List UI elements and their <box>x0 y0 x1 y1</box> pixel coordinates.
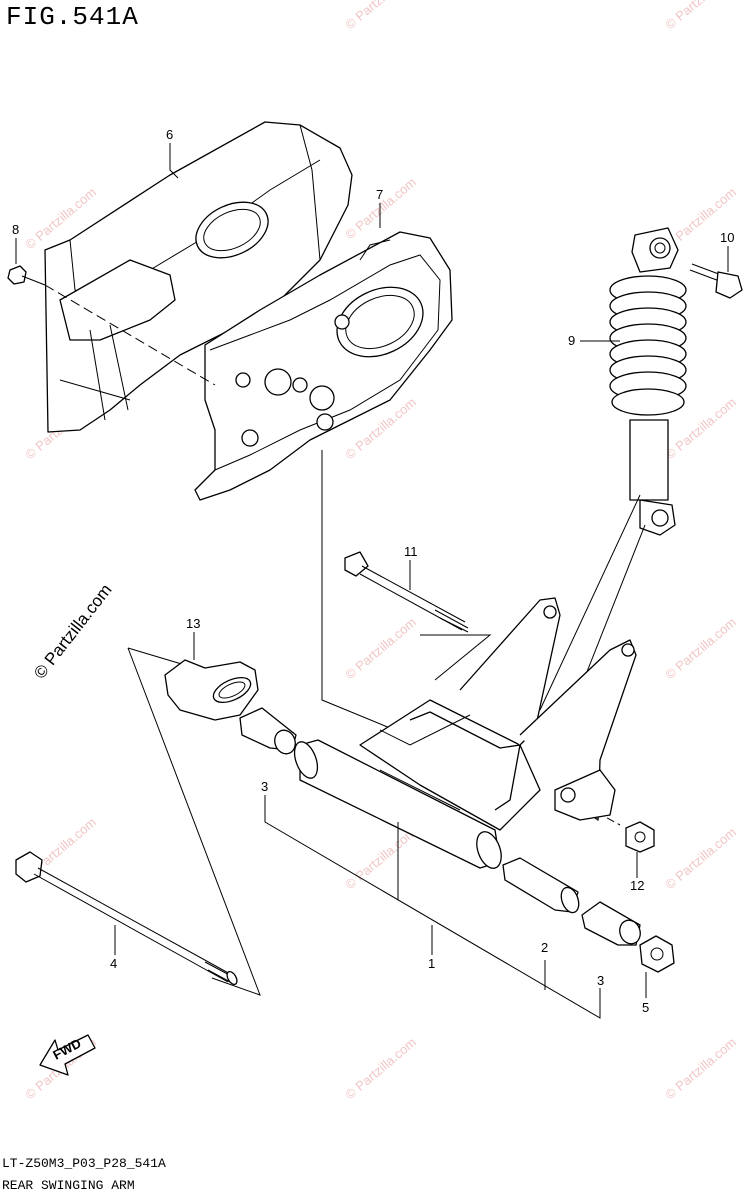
watermark-text: © Partzilla.com <box>662 614 739 682</box>
callout-13: 13 <box>186 616 200 631</box>
callout-10: 10 <box>720 230 734 245</box>
callout-12: 12 <box>630 878 644 893</box>
part-7-gasket-plate <box>194 231 453 501</box>
callout-2: 2 <box>541 940 548 955</box>
watermark-text: © Partzilla.com <box>342 0 419 32</box>
callout-8: 8 <box>12 222 19 237</box>
callout-4: 4 <box>110 956 117 971</box>
part-3-bushing-right <box>581 901 641 946</box>
fwd-arrow-icon: FWD <box>39 1034 96 1076</box>
callout-6: 6 <box>166 127 173 142</box>
callout-3-right: 3 <box>597 973 604 988</box>
figure-code: LT-Z50M3_P03_P28_541A <box>2 1156 166 1171</box>
watermark-text: © Partzilla.com <box>342 824 419 892</box>
watermark-text: © Partzilla.com <box>342 614 419 682</box>
part-9-rear-shock-absorber <box>609 227 687 536</box>
watermark-text: © Partzilla.com <box>342 1034 419 1102</box>
callout-7: 7 <box>376 187 383 202</box>
part-4-pivot-bolt <box>15 851 238 986</box>
part-11-bolt <box>344 551 469 633</box>
part-10-shock-bolt <box>689 263 743 299</box>
part-12-nut <box>625 821 655 853</box>
part-1-swing-arm <box>293 597 637 869</box>
watermark-text: © Partzilla.com <box>662 824 739 892</box>
watermark-text: © Partzilla.com <box>342 174 419 242</box>
figure-name: REAR SWINGING ARM <box>2 1178 135 1193</box>
part-5-nut <box>639 935 675 973</box>
part-13-pivot-bracket <box>164 659 259 721</box>
figure-title: FIG.541A <box>6 2 139 32</box>
callout-layer: 6 7 8 9 10 11 13 3 12 4 1 2 3 5 <box>12 127 734 1015</box>
part-3-bushing-left <box>239 707 297 755</box>
callout-3-left: 3 <box>261 779 268 794</box>
callout-5: 5 <box>642 1000 649 1015</box>
part-6-chain-case-cover <box>44 121 353 433</box>
callout-1: 1 <box>428 956 435 971</box>
watermark-text: © Partzilla.com <box>662 0 739 32</box>
watermark-text: © Partzilla.com <box>662 1034 739 1102</box>
part-2-collar <box>502 857 580 914</box>
part-8-bolt <box>7 265 216 386</box>
callout-11: 11 <box>404 544 418 559</box>
group-bracket-lines <box>264 795 601 1019</box>
watermark-text-dark: © Partzilla.com <box>30 580 116 682</box>
callout-9: 9 <box>568 333 575 348</box>
